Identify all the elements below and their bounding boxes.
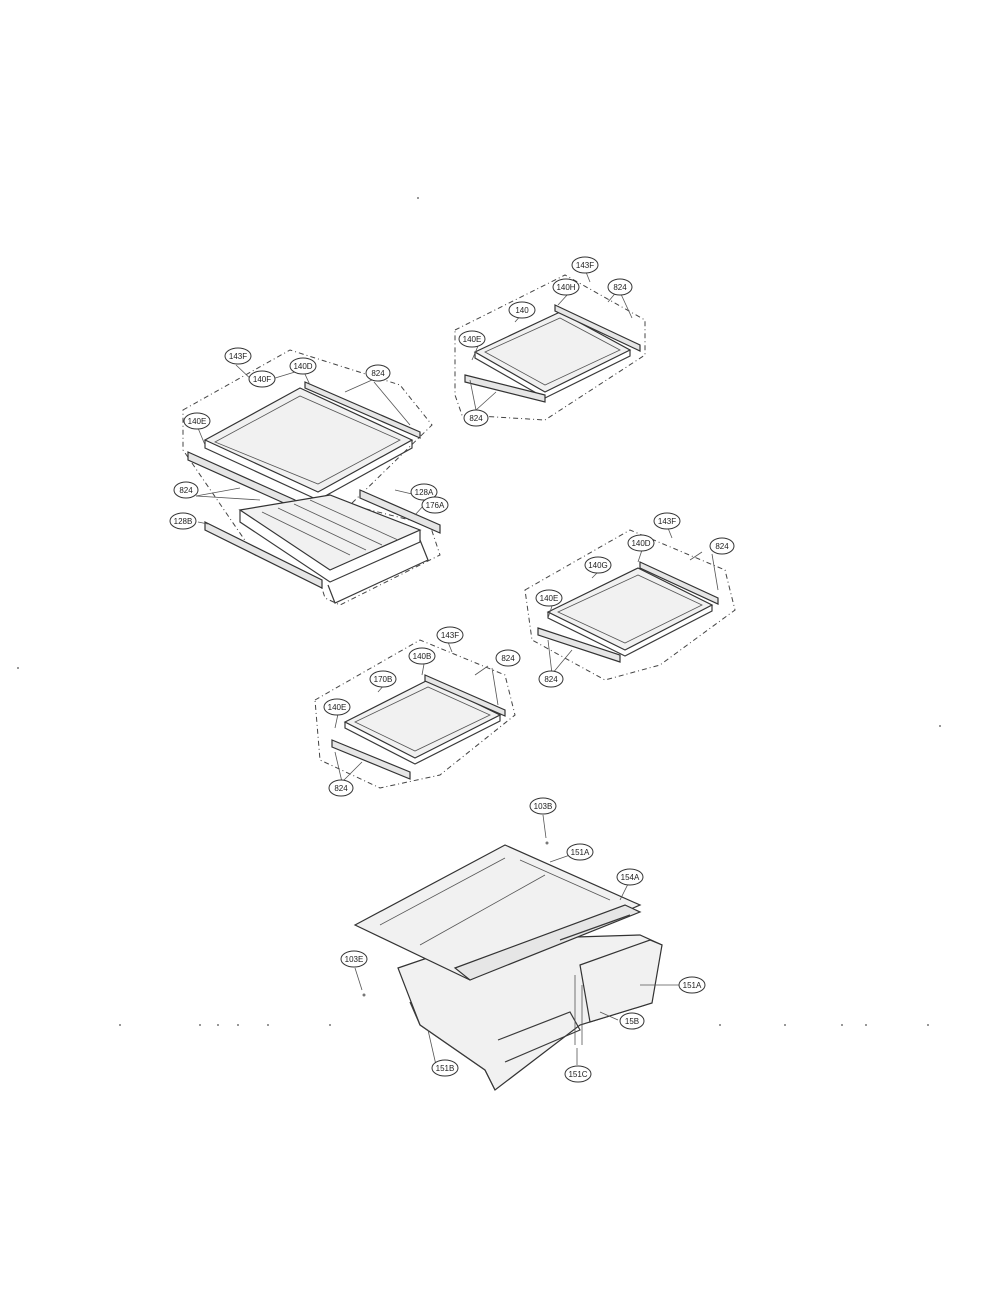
shelf-assembly-3 xyxy=(524,527,736,681)
part-label: 128B xyxy=(169,512,197,530)
part-labels: 143F 140D 140F 824 140E 824 128A 128B 17… xyxy=(169,256,735,1083)
part-label: 824 xyxy=(463,409,489,427)
svg-text:140G: 140G xyxy=(588,561,608,570)
part-label: 140E xyxy=(183,412,211,430)
svg-text:151A: 151A xyxy=(571,848,590,857)
part-label: 143F xyxy=(653,512,681,530)
crisper-slide-right xyxy=(359,489,441,534)
svg-text:151B: 151B xyxy=(436,1064,455,1073)
glass-shelf xyxy=(473,311,632,393)
part-label: 140 xyxy=(508,301,536,319)
svg-text:140: 140 xyxy=(515,306,529,315)
svg-text:824: 824 xyxy=(544,675,558,684)
part-label: 140D xyxy=(289,357,317,375)
svg-text:176A: 176A xyxy=(426,501,445,510)
part-label: 128A xyxy=(410,483,438,501)
svg-text:128A: 128A xyxy=(415,488,434,497)
svg-text:140H: 140H xyxy=(556,283,575,292)
part-label: 143F xyxy=(571,256,599,274)
svg-text:824: 824 xyxy=(371,369,385,378)
part-label: 140F xyxy=(248,370,276,388)
svg-text:103E: 103E xyxy=(345,955,364,964)
part-label: 151A xyxy=(678,976,706,994)
part-label: 176A xyxy=(421,496,449,514)
svg-text:140E: 140E xyxy=(463,335,482,344)
speck xyxy=(939,725,941,727)
speck xyxy=(17,667,19,669)
svg-text:140F: 140F xyxy=(253,375,271,384)
part-label: 824 xyxy=(328,779,354,797)
svg-text:170B: 170B xyxy=(374,675,393,684)
part-label: 824 xyxy=(709,537,735,555)
part-label: 140E xyxy=(323,698,351,716)
part-label: 140H xyxy=(552,278,580,296)
shelf-rail-left xyxy=(537,627,621,663)
svg-text:151C: 151C xyxy=(568,1070,587,1079)
shelf-assembly-1 xyxy=(182,349,441,606)
shelf-rail-left xyxy=(331,739,411,780)
part-label: 154A xyxy=(616,868,644,886)
part-label: 824 xyxy=(495,649,521,667)
part-label: 151B xyxy=(431,1059,459,1077)
vegetable-bin-right xyxy=(579,939,663,1023)
part-label: 143F xyxy=(224,347,252,365)
glass-shelf xyxy=(546,567,714,651)
svg-text:15B: 15B xyxy=(625,1017,639,1026)
svg-text:103B: 103B xyxy=(534,802,553,811)
glass-cover xyxy=(353,844,642,981)
vegetable-bin-assembly xyxy=(353,814,680,1091)
part-label: 824 xyxy=(607,278,633,296)
svg-text:154A: 154A xyxy=(621,873,640,882)
part-label: 140E xyxy=(458,330,486,348)
part-label: 103E xyxy=(340,950,368,968)
part-label: 103B xyxy=(529,797,557,815)
shelf-rail-right xyxy=(554,304,641,352)
svg-text:143F: 143F xyxy=(229,352,247,361)
svg-text:824: 824 xyxy=(715,542,729,551)
part-label: 824 xyxy=(538,670,564,688)
shelf-rail-left xyxy=(464,374,546,403)
svg-text:824: 824 xyxy=(613,283,627,292)
svg-text:151A: 151A xyxy=(683,981,702,990)
part-label: 140B xyxy=(408,647,436,665)
part-label: 140E xyxy=(535,589,563,607)
svg-text:128B: 128B xyxy=(174,517,193,526)
svg-text:824: 824 xyxy=(469,414,483,423)
part-label: 824 xyxy=(365,364,391,382)
svg-text:824: 824 xyxy=(334,784,348,793)
scan-dots-row xyxy=(119,1024,929,1026)
svg-text:140D: 140D xyxy=(631,539,650,548)
part-label: 140G xyxy=(584,556,612,574)
crisper-slide-left xyxy=(204,521,323,589)
part-label: 170B xyxy=(369,670,397,688)
svg-text:140E: 140E xyxy=(540,594,559,603)
part-label: 151C xyxy=(564,1065,592,1083)
shelf-rail-right xyxy=(304,381,421,439)
svg-text:140E: 140E xyxy=(188,417,207,426)
svg-text:143F: 143F xyxy=(576,261,594,270)
part-label: 15B xyxy=(619,1012,645,1030)
shelf-assembly-4 xyxy=(314,639,516,789)
shelf-rail-right xyxy=(424,674,506,717)
shelf-rail-right xyxy=(639,561,719,605)
svg-text:140E: 140E xyxy=(328,703,347,712)
svg-text:824: 824 xyxy=(179,486,193,495)
speck xyxy=(417,197,419,199)
shelf-assembly-2 xyxy=(454,271,646,421)
svg-text:824: 824 xyxy=(501,654,515,663)
svg-text:143F: 143F xyxy=(441,631,459,640)
svg-text:140B: 140B xyxy=(413,652,432,661)
part-label: 151A xyxy=(566,843,594,861)
glass-shelf xyxy=(343,679,502,759)
part-label: 824 xyxy=(173,481,199,499)
svg-text:143F: 143F xyxy=(658,517,676,526)
part-label: 140D xyxy=(627,534,655,552)
svg-text:140D: 140D xyxy=(293,362,312,371)
part-label: 143F xyxy=(436,626,464,644)
cover-frame xyxy=(453,904,642,981)
